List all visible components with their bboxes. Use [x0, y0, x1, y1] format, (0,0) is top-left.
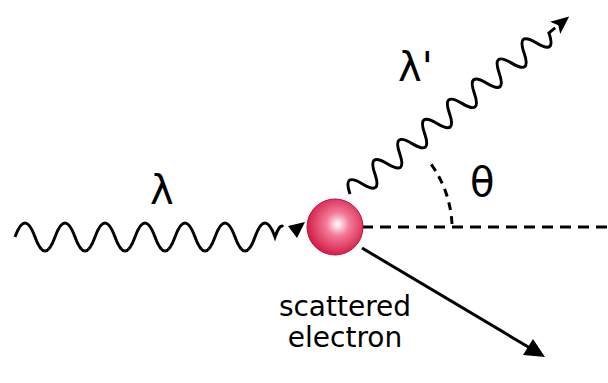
angle-label: θ	[470, 160, 494, 204]
scattered-photon	[343, 8, 576, 203]
electron	[307, 199, 363, 255]
dashed-axis	[362, 226, 608, 229]
arrowhead	[288, 222, 305, 238]
incoming-photon-wave	[15, 223, 283, 251]
electron-label: scattered electron	[250, 292, 440, 354]
angle-arc	[428, 160, 452, 224]
wavelength-label: λ	[150, 168, 174, 212]
arrowhead	[523, 339, 545, 357]
scattered-wavelength-label: λ'	[398, 45, 433, 89]
